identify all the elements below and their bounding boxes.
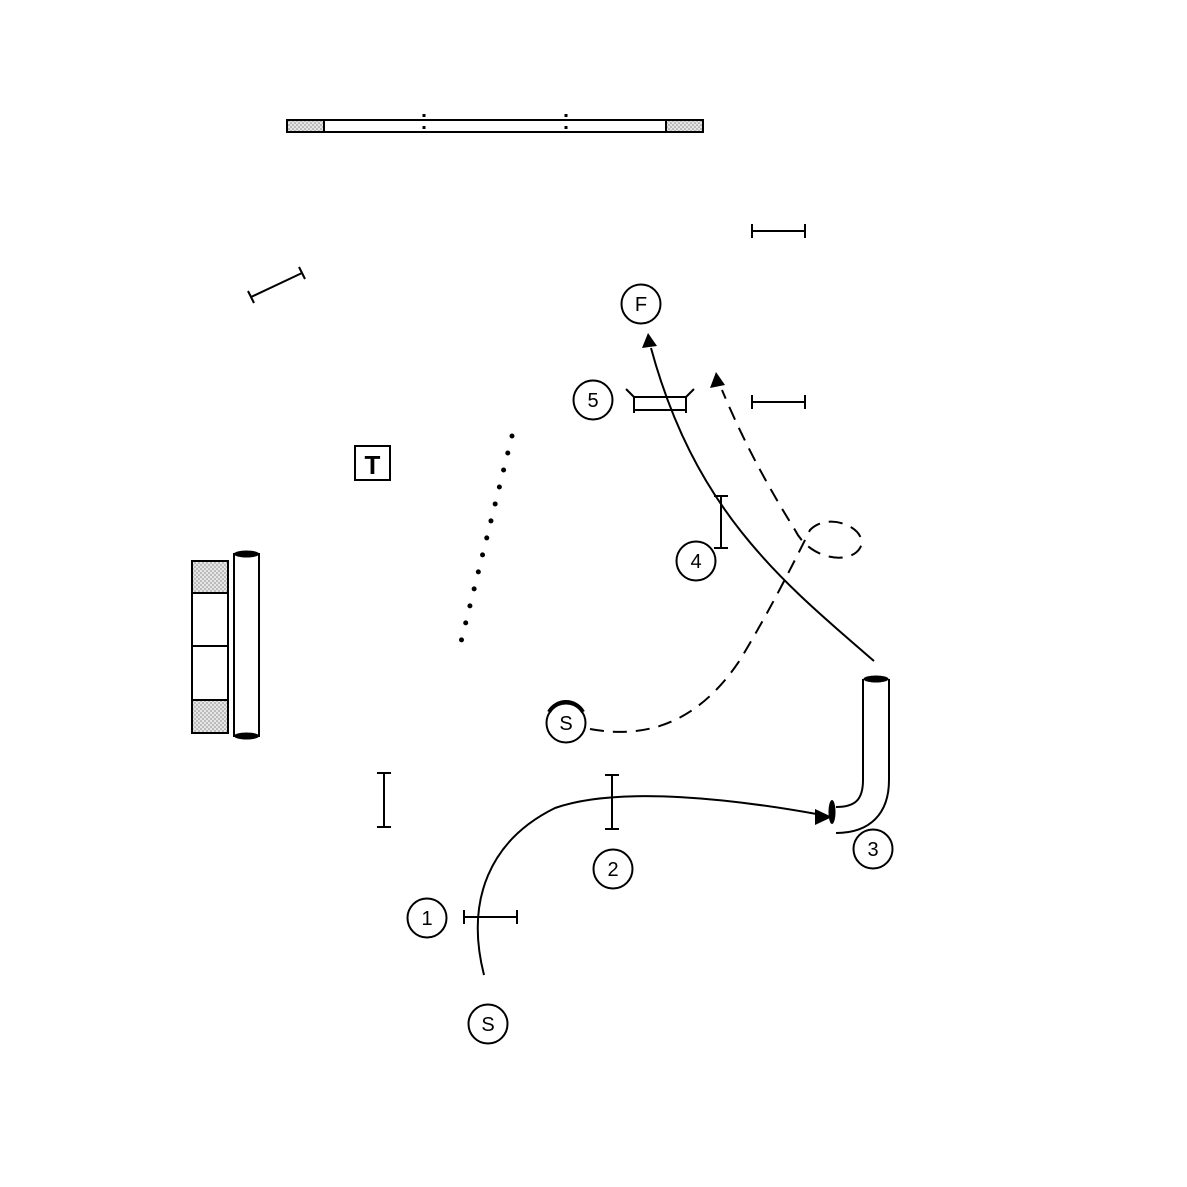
- a-frame: [191, 560, 229, 734]
- table-symbol: T: [365, 450, 381, 480]
- number-marker-5: 5: [572, 379, 614, 421]
- svg-text:S: S: [481, 1014, 494, 1036]
- jump-top-right: [751, 224, 806, 238]
- jump-5-spread: [625, 388, 695, 413]
- finish-marker: F: [620, 283, 662, 325]
- number-marker-4: 4: [675, 540, 717, 582]
- handler-path-solid: [476, 333, 875, 976]
- svg-text:S: S: [559, 713, 572, 735]
- jump-2: [605, 774, 619, 830]
- dog-walk: [286, 114, 704, 138]
- number-marker-3: 3: [852, 828, 894, 870]
- weave-poles: [455, 433, 515, 657]
- svg-text:5: 5: [587, 390, 598, 412]
- start-marker-primary: S: [467, 1003, 509, 1045]
- straight-tunnel: [233, 550, 260, 740]
- pause-table: T: [354, 445, 391, 481]
- jump-left-lower: [377, 772, 391, 828]
- curved-tunnel: [828, 675, 890, 834]
- jump-top-left: [247, 266, 306, 304]
- start-marker-secondary: S: [545, 700, 587, 744]
- number-marker-2: 2: [592, 848, 634, 890]
- svg-text:1: 1: [421, 908, 432, 930]
- svg-text:4: 4: [690, 551, 701, 573]
- jump-1: [463, 910, 518, 924]
- handler-path-dashed: [589, 372, 863, 733]
- svg-text:F: F: [635, 294, 647, 316]
- number-marker-1: 1: [406, 897, 448, 939]
- svg-text:3: 3: [867, 839, 878, 861]
- jump-right-mid: [751, 395, 806, 409]
- svg-text:2: 2: [607, 859, 618, 881]
